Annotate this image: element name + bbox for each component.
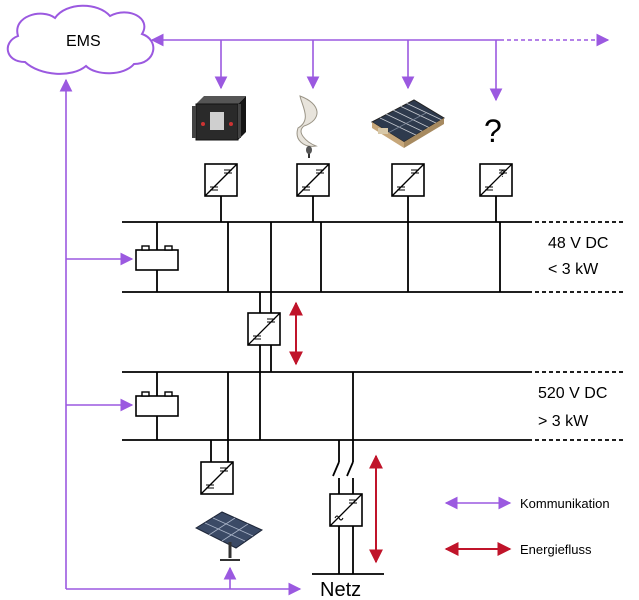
battery-48v[interactable] xyxy=(135,245,179,271)
unknown-converter-mark: ? xyxy=(500,169,505,179)
bus-520v xyxy=(122,371,626,441)
wind-converter[interactable] xyxy=(296,163,330,197)
solar-thermal-collector-icon xyxy=(370,99,445,148)
legend-energy-flow-label: Energiefluss xyxy=(520,542,592,557)
legend: Kommunikation Energiefluss xyxy=(444,496,610,557)
ems-label: EMS xyxy=(66,33,101,50)
pv-converter[interactable] xyxy=(200,461,234,495)
grid-label: Netz xyxy=(320,579,361,600)
dc-dc-converter[interactable] xyxy=(247,312,281,346)
unknown-converter[interactable]: ? xyxy=(479,163,513,197)
top-converters xyxy=(220,196,497,222)
bus-520v-voltage: 520 V DC xyxy=(538,385,607,402)
communication-lines xyxy=(59,33,610,596)
pv-branch-lines xyxy=(210,440,229,462)
bus-48v-voltage: 48 V DC xyxy=(548,235,608,252)
bus-520v-power: > 3 kW xyxy=(538,413,589,430)
fuel-cell-converter[interactable] xyxy=(204,163,238,197)
solar-thermal-converter[interactable] xyxy=(391,163,425,197)
ems-cloud[interactable]: EMS xyxy=(6,4,155,75)
bus-48v xyxy=(122,221,626,293)
bus-48v-power: < 3 kW xyxy=(548,261,599,278)
unknown-device-mark: ? xyxy=(484,113,502,149)
battery-520v[interactable] xyxy=(135,391,179,417)
grid-branch-lines xyxy=(312,440,384,575)
legend-communication-label: Kommunikation xyxy=(520,496,610,511)
fuel-cell-icon xyxy=(192,96,246,141)
pv-panel-icon xyxy=(194,511,264,561)
unknown-device-icon: ? xyxy=(484,113,502,149)
wind-turbine-icon xyxy=(296,95,318,158)
ac-dc-grid-converter[interactable] xyxy=(329,493,363,527)
inter-bus-lines xyxy=(259,292,272,440)
